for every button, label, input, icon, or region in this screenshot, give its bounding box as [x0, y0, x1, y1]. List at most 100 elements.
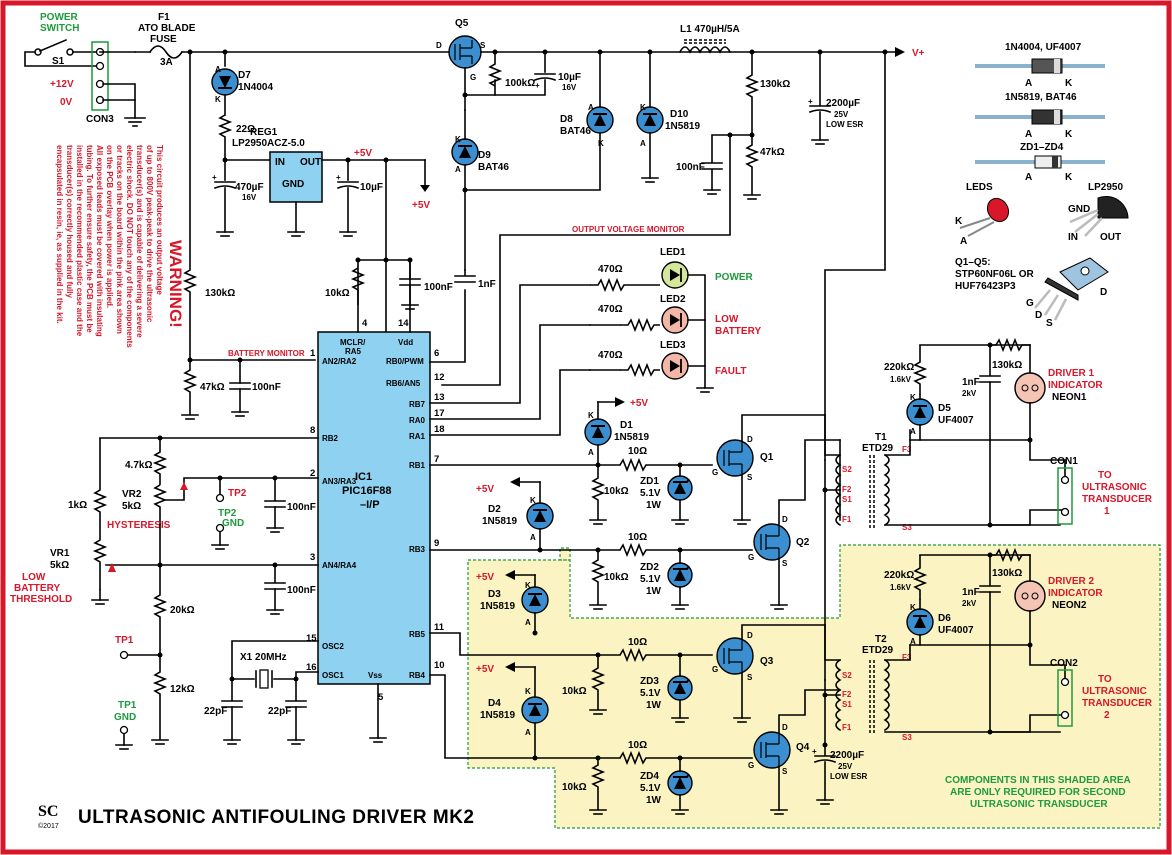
svg-text:A: A [1025, 78, 1032, 89]
svg-text:10Ω: 10Ω [628, 740, 647, 751]
svg-text:OUTPUT VOLTAGE MONITOR: OUTPUT VOLTAGE MONITOR [572, 225, 685, 234]
svg-text:K: K [455, 135, 461, 144]
svg-text:BATTERY MONITOR: BATTERY MONITOR [228, 349, 305, 358]
svg-text:Q3: Q3 [760, 656, 774, 667]
svg-text:4.7kΩ: 4.7kΩ [125, 460, 152, 471]
svg-text:K: K [530, 496, 536, 505]
svg-text:A: A [1025, 172, 1032, 183]
svg-text:K: K [1065, 172, 1073, 183]
svg-text:RB3: RB3 [409, 545, 426, 554]
svg-text:100nF: 100nF [252, 382, 281, 393]
svg-text:S2: S2 [842, 465, 852, 474]
svg-text:10Ω: 10Ω [628, 532, 647, 543]
svg-text:K: K [910, 393, 916, 402]
svg-text:A: A [1025, 129, 1032, 140]
svg-text:ULTRASONIC: ULTRASONIC [1082, 482, 1147, 493]
svg-text:RA5: RA5 [345, 347, 362, 356]
svg-text:S: S [1046, 318, 1053, 329]
svg-text:D1: D1 [620, 420, 633, 431]
svg-text:OUT: OUT [1100, 232, 1121, 243]
svg-text:LOW: LOW [715, 314, 739, 325]
svg-text:tubing. To further ensure safe: tubing. To further ensure safety, the PC… [85, 145, 94, 333]
svg-text:S2: S2 [842, 671, 852, 680]
svg-text:ETD29: ETD29 [862, 443, 894, 454]
svg-text:D: D [1035, 310, 1042, 321]
svg-text:S1: S1 [842, 700, 852, 709]
svg-text:10: 10 [434, 660, 445, 671]
svg-text:10µF: 10µF [558, 72, 581, 83]
svg-text:470Ω: 470Ω [598, 350, 623, 361]
svg-text:OSC2: OSC2 [322, 642, 344, 651]
con2-connector [1057, 669, 1073, 727]
logo [38, 800, 62, 820]
power-switch-label-2: SWITCH [40, 23, 79, 34]
l1-inductor [678, 46, 732, 54]
q1-mosfet [716, 439, 754, 477]
svg-text:F2: F2 [842, 485, 852, 494]
svg-text:130kΩ: 130kΩ [992, 360, 1022, 371]
svg-text:+: + [535, 81, 540, 90]
svg-text:D7: D7 [238, 70, 251, 81]
svg-text:TP2: TP2 [228, 488, 247, 499]
regulator-section: A K D7 1N4004 22Ω REG1 LP2950ACZ-5.0 IN … [211, 49, 430, 337]
svg-text:8: 8 [310, 425, 315, 436]
svg-text:STP60NF06L OR: STP60NF06L OR [955, 269, 1035, 280]
svg-text:LED2: LED2 [660, 294, 686, 305]
svg-text:BAT46: BAT46 [560, 126, 591, 137]
power-input: POWER SWITCH S1 +12V 0V CON3 F1 ATO BLAD… [24, 12, 456, 127]
svg-text:or tracks on the board within: or tracks on the board within the pink a… [115, 145, 124, 334]
svg-text:TP1: TP1 [118, 700, 137, 711]
svg-text:+: + [212, 173, 217, 182]
svg-text:130kΩ: 130kΩ [992, 568, 1022, 579]
svg-text:+5V: +5V [354, 148, 372, 159]
svg-text:130kΩ: 130kΩ [205, 288, 235, 299]
ic1-chip [317, 331, 431, 685]
svg-text:DRIVER 1: DRIVER 1 [1048, 368, 1095, 379]
transformer-1: T1 ETD29 S2 F2 S1 F1 F3 S3 220kΩ 1.6kV K… [822, 337, 1153, 532]
svg-text:TRANSDUCER: TRANSDUCER [1082, 698, 1153, 709]
svg-text:100nF: 100nF [676, 162, 705, 173]
svg-text:OSC1: OSC1 [322, 671, 344, 680]
svg-text:100nF: 100nF [424, 282, 453, 293]
svg-text:+5V: +5V [412, 200, 430, 211]
svg-text:10kΩ: 10kΩ [562, 686, 587, 697]
svg-text:RB7: RB7 [409, 400, 426, 409]
svg-text:K: K [525, 581, 531, 590]
svg-text:1: 1 [1104, 506, 1110, 517]
svg-text:THRESHOLD: THRESHOLD [10, 594, 72, 605]
svg-text:A: A [640, 139, 646, 148]
svg-text:ZD2: ZD2 [640, 562, 659, 573]
svg-text:G: G [712, 468, 718, 477]
svg-text:S: S [747, 673, 753, 682]
q5-mosfet [448, 35, 482, 69]
svg-text:LEDS: LEDS [966, 182, 993, 193]
svg-text:5.1V: 5.1V [640, 688, 661, 699]
svg-text:Vss: Vss [368, 671, 383, 680]
battery-monitor: 130kΩ BATTERY MONITOR 47kΩ 100nF [181, 49, 316, 420]
svg-text:ARE ONLY REQUIRED FOR SECOND: ARE ONLY REQUIRED FOR SECOND [950, 787, 1126, 798]
svg-text:1nF: 1nF [962, 587, 980, 598]
svg-text:G: G [712, 665, 718, 674]
svg-text:L1 470µH/5A: L1 470µH/5A [680, 24, 740, 35]
svg-text:S: S [782, 767, 788, 776]
svg-text:TO: TO [1098, 674, 1112, 685]
switch-contact [66, 48, 74, 56]
svg-text:K: K [955, 216, 963, 227]
svg-text:5.1V: 5.1V [640, 574, 661, 585]
svg-text:5: 5 [378, 692, 384, 703]
svg-text:PIC16F88: PIC16F88 [342, 485, 392, 497]
con3-connector [91, 41, 109, 111]
svg-text:S: S [747, 473, 753, 482]
svg-text:10kΩ: 10kΩ [325, 288, 350, 299]
svg-text:ZD4: ZD4 [640, 771, 659, 782]
svg-text:+5V: +5V [630, 398, 648, 409]
transformer-2: T2 ETD29 S2 F2 S1 F1 F3 S3 220kΩ 1.6kV K… [822, 547, 1153, 742]
svg-text:IN: IN [275, 157, 285, 168]
svg-text:470Ω: 470Ω [598, 304, 623, 315]
svg-text:A: A [525, 728, 531, 737]
svg-text:POWER: POWER [715, 272, 754, 283]
svg-text:A: A [910, 427, 916, 436]
svg-text:NEON2: NEON2 [1052, 600, 1087, 611]
svg-text:Q4: Q4 [796, 742, 810, 753]
svg-text:K: K [598, 139, 604, 148]
